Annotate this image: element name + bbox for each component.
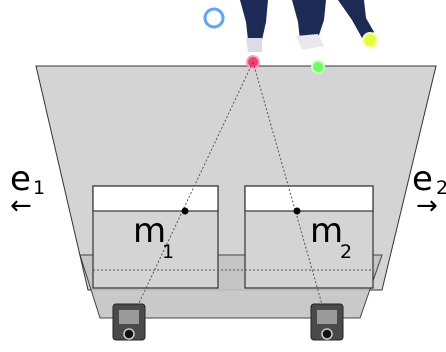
projection-point-m2 <box>293 207 301 215</box>
performer-arm-right <box>338 0 374 38</box>
projection-rays <box>93 61 373 323</box>
label-e2: e <box>412 159 433 199</box>
image-plane-right <box>244 185 374 289</box>
marker-blue-icon <box>203 7 225 29</box>
performer-shoe-right <box>296 34 324 50</box>
camera-left-icon <box>112 303 146 341</box>
arrow-left-icon: ← <box>10 191 32 221</box>
label-m1-subscript: 1 <box>162 241 174 263</box>
image-plane-left <box>92 185 219 289</box>
label-m1: m <box>133 211 166 251</box>
arrow-right-icon: → <box>416 191 438 221</box>
label-m2: m <box>310 211 343 251</box>
projection-point-m1 <box>181 207 189 215</box>
performer-leg-left <box>240 0 268 46</box>
label-m2-subscript: 2 <box>340 241 352 263</box>
label-e1-subscript: 1 <box>33 177 45 199</box>
ray-right <box>252 61 328 323</box>
performer-shoe-left <box>246 38 262 52</box>
marker-yellow-icon <box>362 32 378 48</box>
marker-green-icon <box>311 60 325 74</box>
label-e1: e <box>10 159 31 199</box>
performer-figure <box>240 0 374 52</box>
camera-right-icon <box>310 303 344 341</box>
label-e2-subscript: 2 <box>436 177 446 199</box>
